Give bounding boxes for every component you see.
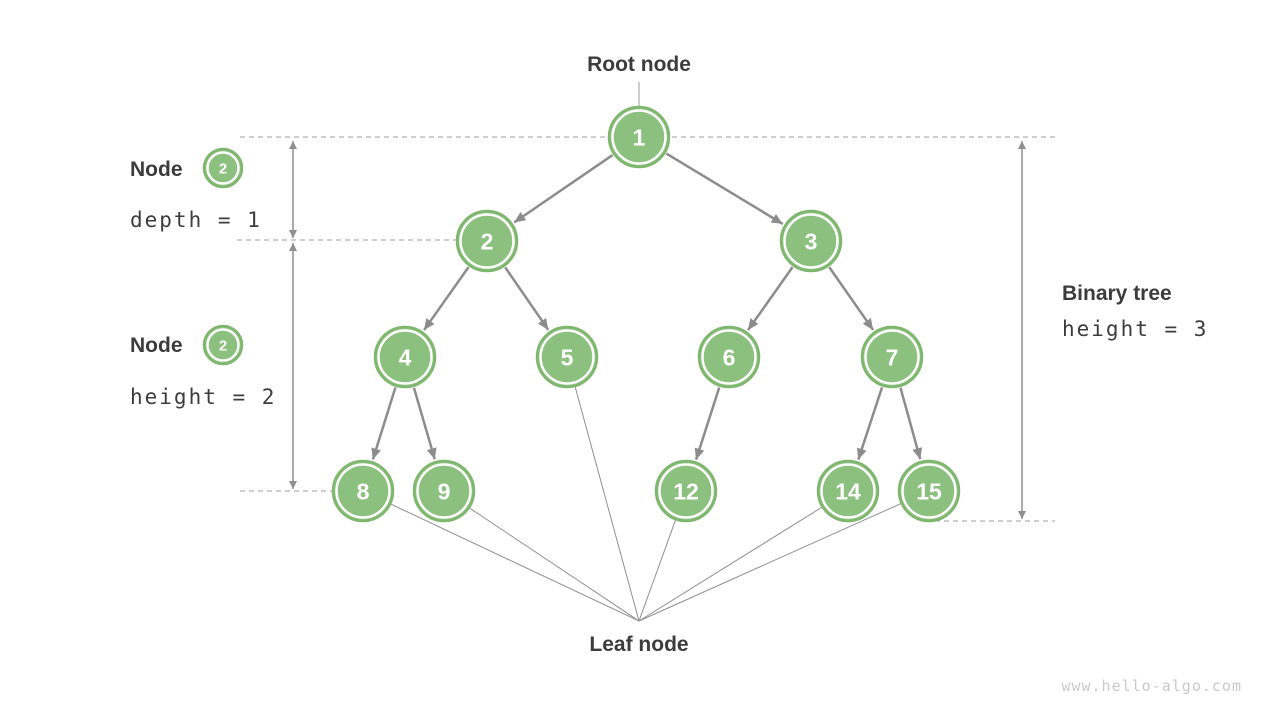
annotation-badge-2-value: 2 [219,337,227,354]
tree-node-5-value: 5 [561,344,574,370]
tree-node-15: 15 [897,459,961,523]
tree-node-12: 12 [654,459,718,523]
annotation-badge-2: 2 [202,324,244,366]
tree-node-14: 14 [816,459,880,523]
tree-node-15-value: 15 [916,478,942,504]
tree-edges-group [371,152,923,461]
watermark-text: www.hello-algo.com [1061,677,1242,695]
tree-node-7-value: 7 [886,344,899,370]
leaf-line-12 [638,519,676,622]
tree-edge-4-8 [371,387,397,460]
annotation-badges-group: 22 [202,147,244,366]
leaf-line-8 [390,503,640,622]
binary-tree-title: Binary tree [1062,282,1172,305]
tree-node-3-value: 3 [805,228,818,254]
tree-edge-2-5 [504,266,550,331]
node-depth-value: depth = 1 [130,208,262,232]
tree-edge-6-12 [694,387,721,460]
tree-node-9: 9 [412,459,476,523]
tree-edge-2-4 [423,266,470,331]
tree-node-8: 8 [331,459,395,523]
node-height-title: Node [130,334,183,357]
tree-edge-1-2 [513,154,614,224]
tree-edge-7-15 [899,387,923,460]
tree-edge-3-7 [828,266,875,331]
leaf-line-14 [638,506,822,622]
leaf-convergence-lines-group [390,386,901,622]
leaf-line-5 [574,386,640,622]
tree-edge-1-3 [665,152,784,225]
tree-node-14-value: 14 [835,478,861,504]
tree-edge-7-14 [856,387,884,461]
tree-node-9-value: 9 [438,478,451,504]
node-depth-title: Node [130,158,183,181]
tree-node-8-value: 8 [357,478,370,504]
tree-node-6-value: 6 [723,344,736,370]
tree-node-2: 2 [455,209,519,273]
tree-node-4-value: 4 [399,344,412,370]
binary-tree-value: height = 3 [1062,317,1208,341]
leaf-node-label: Leaf node [589,633,688,656]
tree-node-12-value: 12 [673,478,699,504]
node-height-value: height = 2 [130,385,276,409]
tree-node-1-value: 1 [633,124,646,150]
tree-node-2-value: 2 [481,228,494,254]
tree-node-6: 6 [697,325,761,389]
annotation-badge-1: 2 [202,147,244,189]
tree-edge-3-6 [747,266,794,331]
leaf-line-15 [638,503,901,622]
annotation-badge-1-value: 2 [219,160,227,177]
tree-edge-4-9 [412,387,437,460]
root-node-label: Root node [587,53,691,76]
tree-node-1: 1 [607,105,671,169]
tree-node-4: 4 [373,325,437,389]
leaf-line-9 [469,507,640,622]
tree-node-3: 3 [779,209,843,273]
tree-node-7: 7 [860,325,924,389]
tree-node-5: 5 [535,325,599,389]
measure-arrows-group [289,141,1026,519]
